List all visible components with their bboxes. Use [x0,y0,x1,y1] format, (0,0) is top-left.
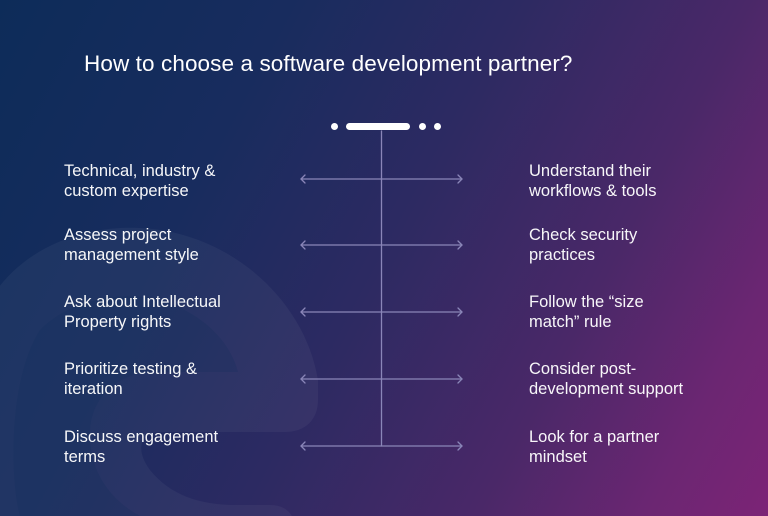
page-dot-1[interactable] [331,122,338,130]
page-dot-4[interactable] [434,122,441,130]
right-item-post-development-support: Consider post- development support [529,360,684,398]
double-headed-arrow-icon [300,240,463,250]
left-item-technical-expertise: Technical, industry & custom expertise [64,162,216,200]
pagination-indicator [331,122,441,130]
right-item-workflows-tools: Understand their workflows & tools [529,162,657,200]
double-headed-arrow-icon [300,374,463,384]
page-title: How to choose a software development par… [84,51,573,76]
page-dot-3[interactable] [419,122,426,130]
double-headed-arrow-icon [300,307,463,317]
right-item-partner-mindset: Look for a partner mindset [529,428,660,466]
left-item-testing-iteration: Prioritize testing & iteration [64,360,197,398]
left-item-project-management: Assess project management style [64,226,199,264]
left-item-intellectual-property: Ask about Intellectual Property rights [64,293,221,331]
right-item-security-practices: Check security practices [529,226,638,264]
page-dot-active[interactable] [346,122,410,130]
right-item-size-match: Follow the “size match” rule [529,293,644,331]
double-headed-arrow-icon [300,174,463,184]
double-headed-arrow-icon [300,441,463,451]
left-item-engagement-terms: Discuss engagement terms [64,428,219,466]
